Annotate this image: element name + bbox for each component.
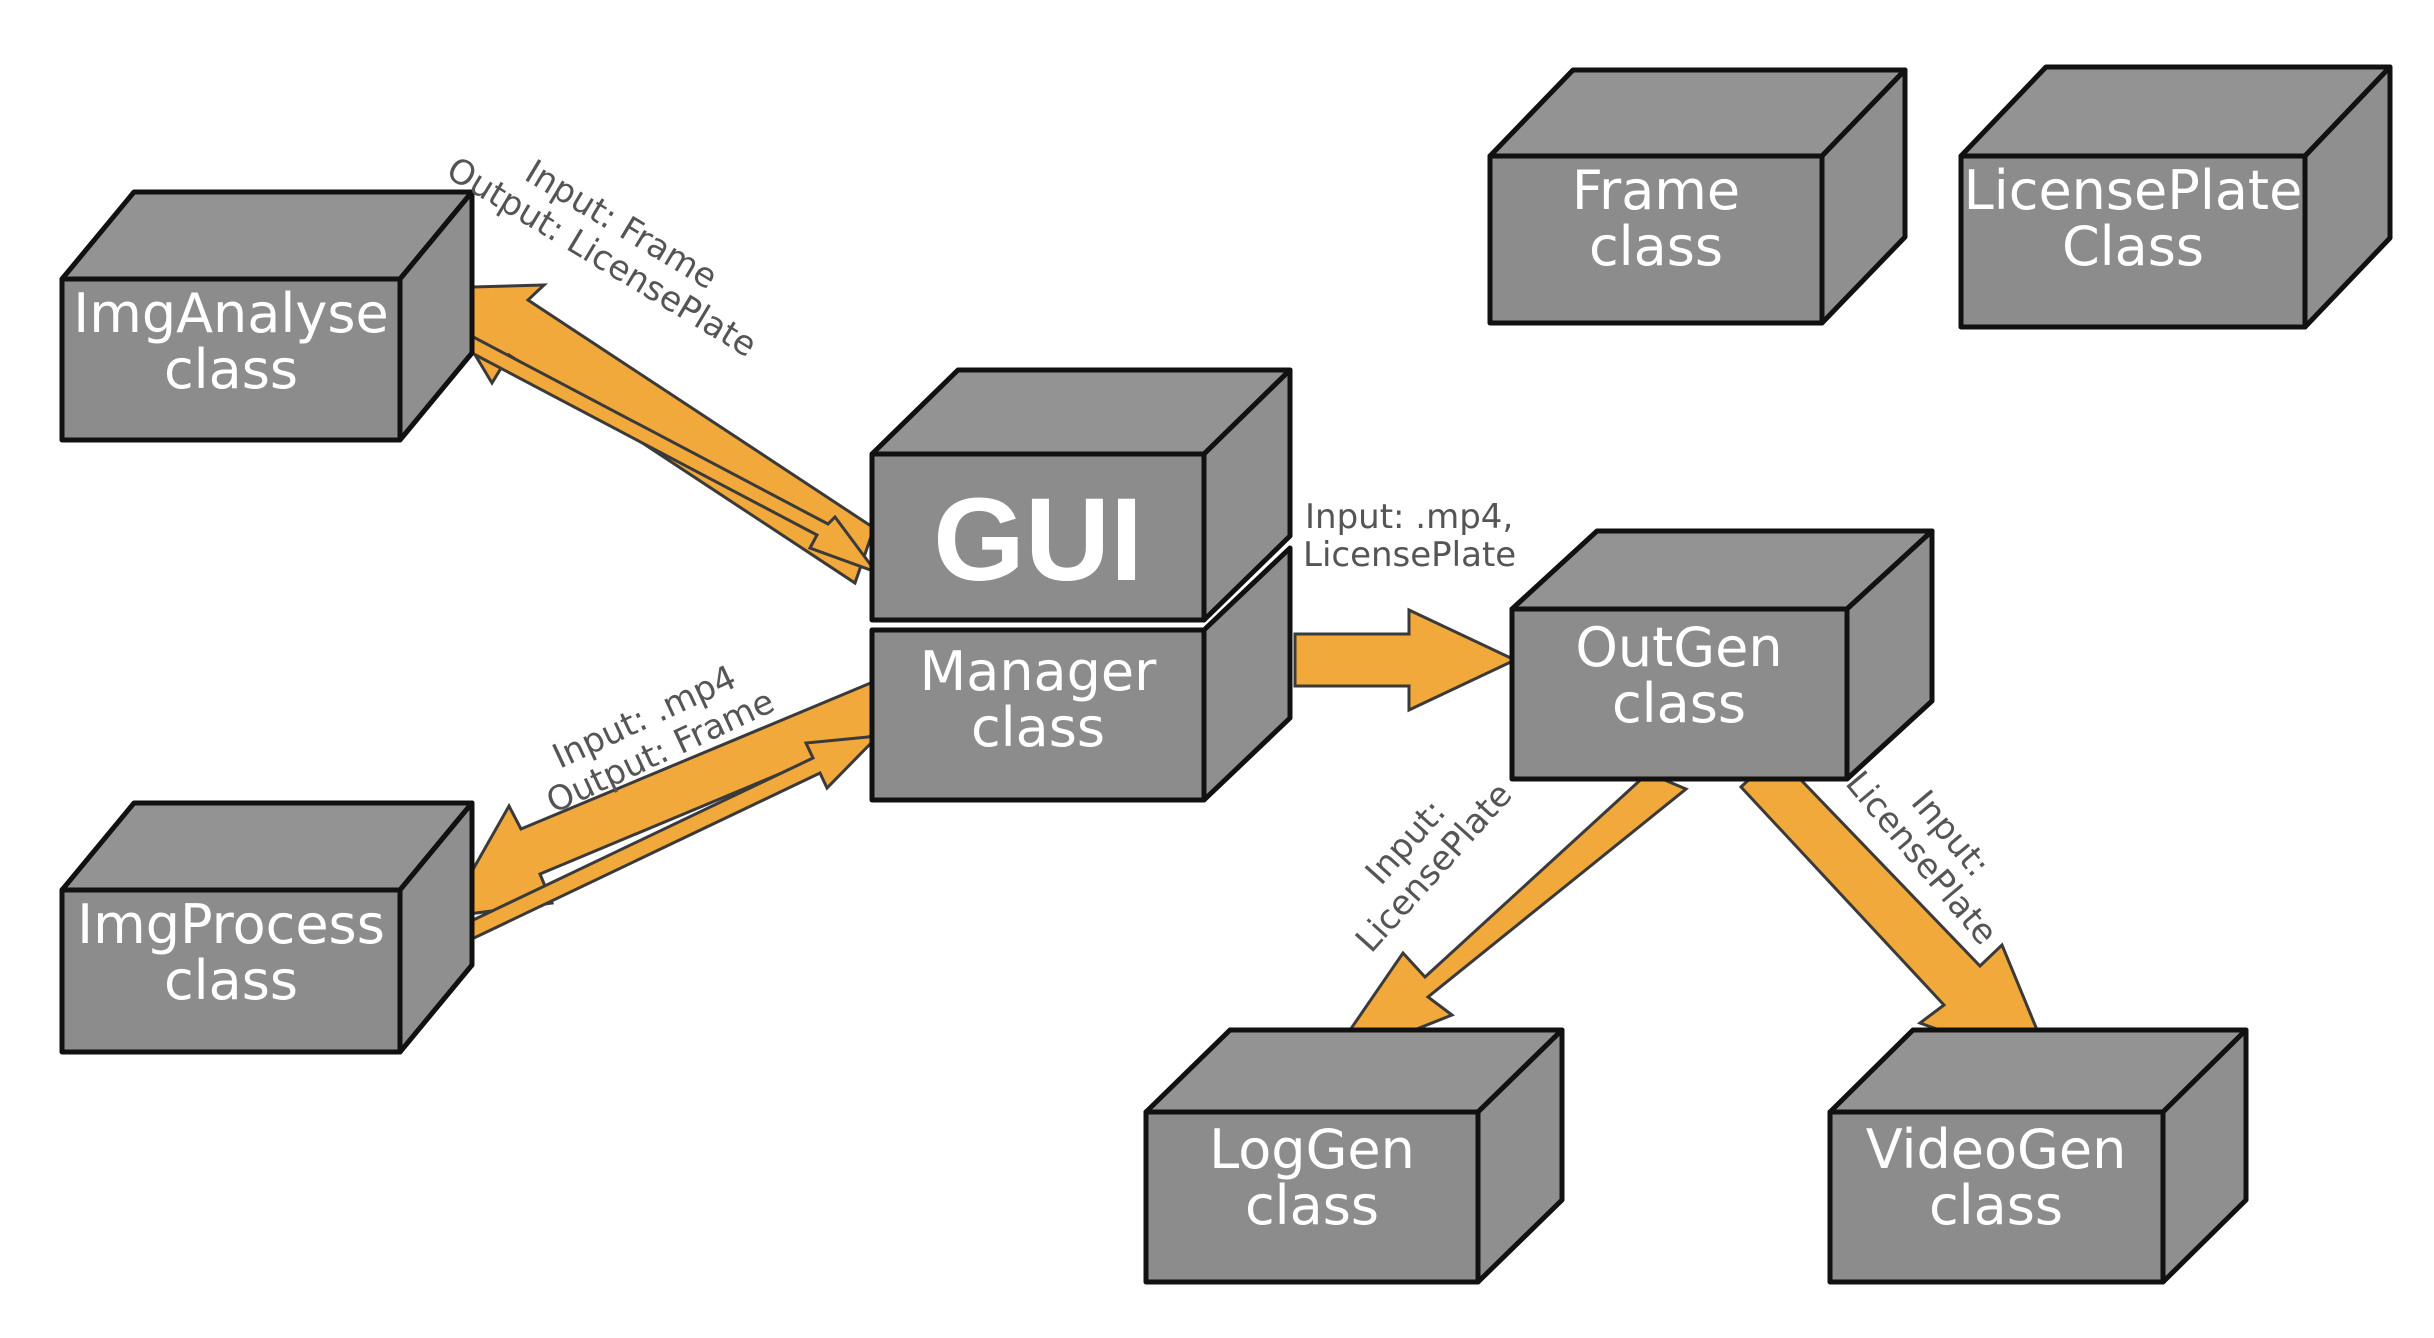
imgprocess-label-line1: ImgProcess: [77, 893, 385, 956]
arrow-imgprocess-to-manager: [444, 734, 882, 951]
frame-label-line1: Frame: [1572, 159, 1740, 222]
outgen-label-line1: OutGen: [1575, 616, 1782, 679]
outgen-flow-label: Input: .mp4, LicensePlate: [1303, 497, 1516, 575]
imganalyse-class-box: ImgAnalyse class: [59, 189, 475, 443]
outgen-flow-line2: LicensePlate: [1303, 535, 1516, 575]
outgen-flow-line1: Input: .mp4,: [1305, 497, 1513, 537]
gui-box: GUI: [869, 367, 1293, 623]
manager-label-line1: Manager: [920, 640, 1157, 703]
loggen-label-line1: LogGen: [1209, 1118, 1415, 1181]
imganalyse-label-line1: ImgAnalyse: [73, 282, 388, 345]
arrow-manager-to-outgen: [1293, 607, 1519, 713]
videogen-label-line1: VideoGen: [1866, 1118, 2127, 1181]
imganalyse-label-line2: class: [164, 338, 298, 401]
frame-class-box: Frame class: [1487, 67, 1908, 326]
licenseplate-class-box: LicensePlate Class: [1958, 64, 2393, 330]
arrow-outgen-to-videogen: [1738, 751, 2057, 1074]
videogen-class-box: VideoGen class: [1827, 1027, 2249, 1285]
videogen-label-line2: class: [1929, 1174, 2063, 1237]
imgprocess-label-line2: class: [164, 949, 298, 1012]
licenseplate-label-line2: Class: [2062, 215, 2204, 278]
manager-class-box: Manager class: [869, 545, 1293, 803]
loggen-class-box: LogGen class: [1143, 1027, 1565, 1285]
frame-label-line2: class: [1589, 215, 1723, 278]
outgen-label-line2: class: [1612, 672, 1746, 735]
licenseplate-label-line1: LicensePlate: [1964, 159, 2303, 222]
gui-label: GUI: [933, 474, 1143, 606]
loggen-label-line2: class: [1245, 1174, 1379, 1237]
outgen-class-box: OutGen class: [1509, 528, 1935, 782]
arrow-imganalyse-to-manager: [429, 319, 881, 576]
imgprocess-class-box: ImgProcess class: [59, 800, 475, 1055]
manager-label-line2: class: [971, 696, 1105, 759]
